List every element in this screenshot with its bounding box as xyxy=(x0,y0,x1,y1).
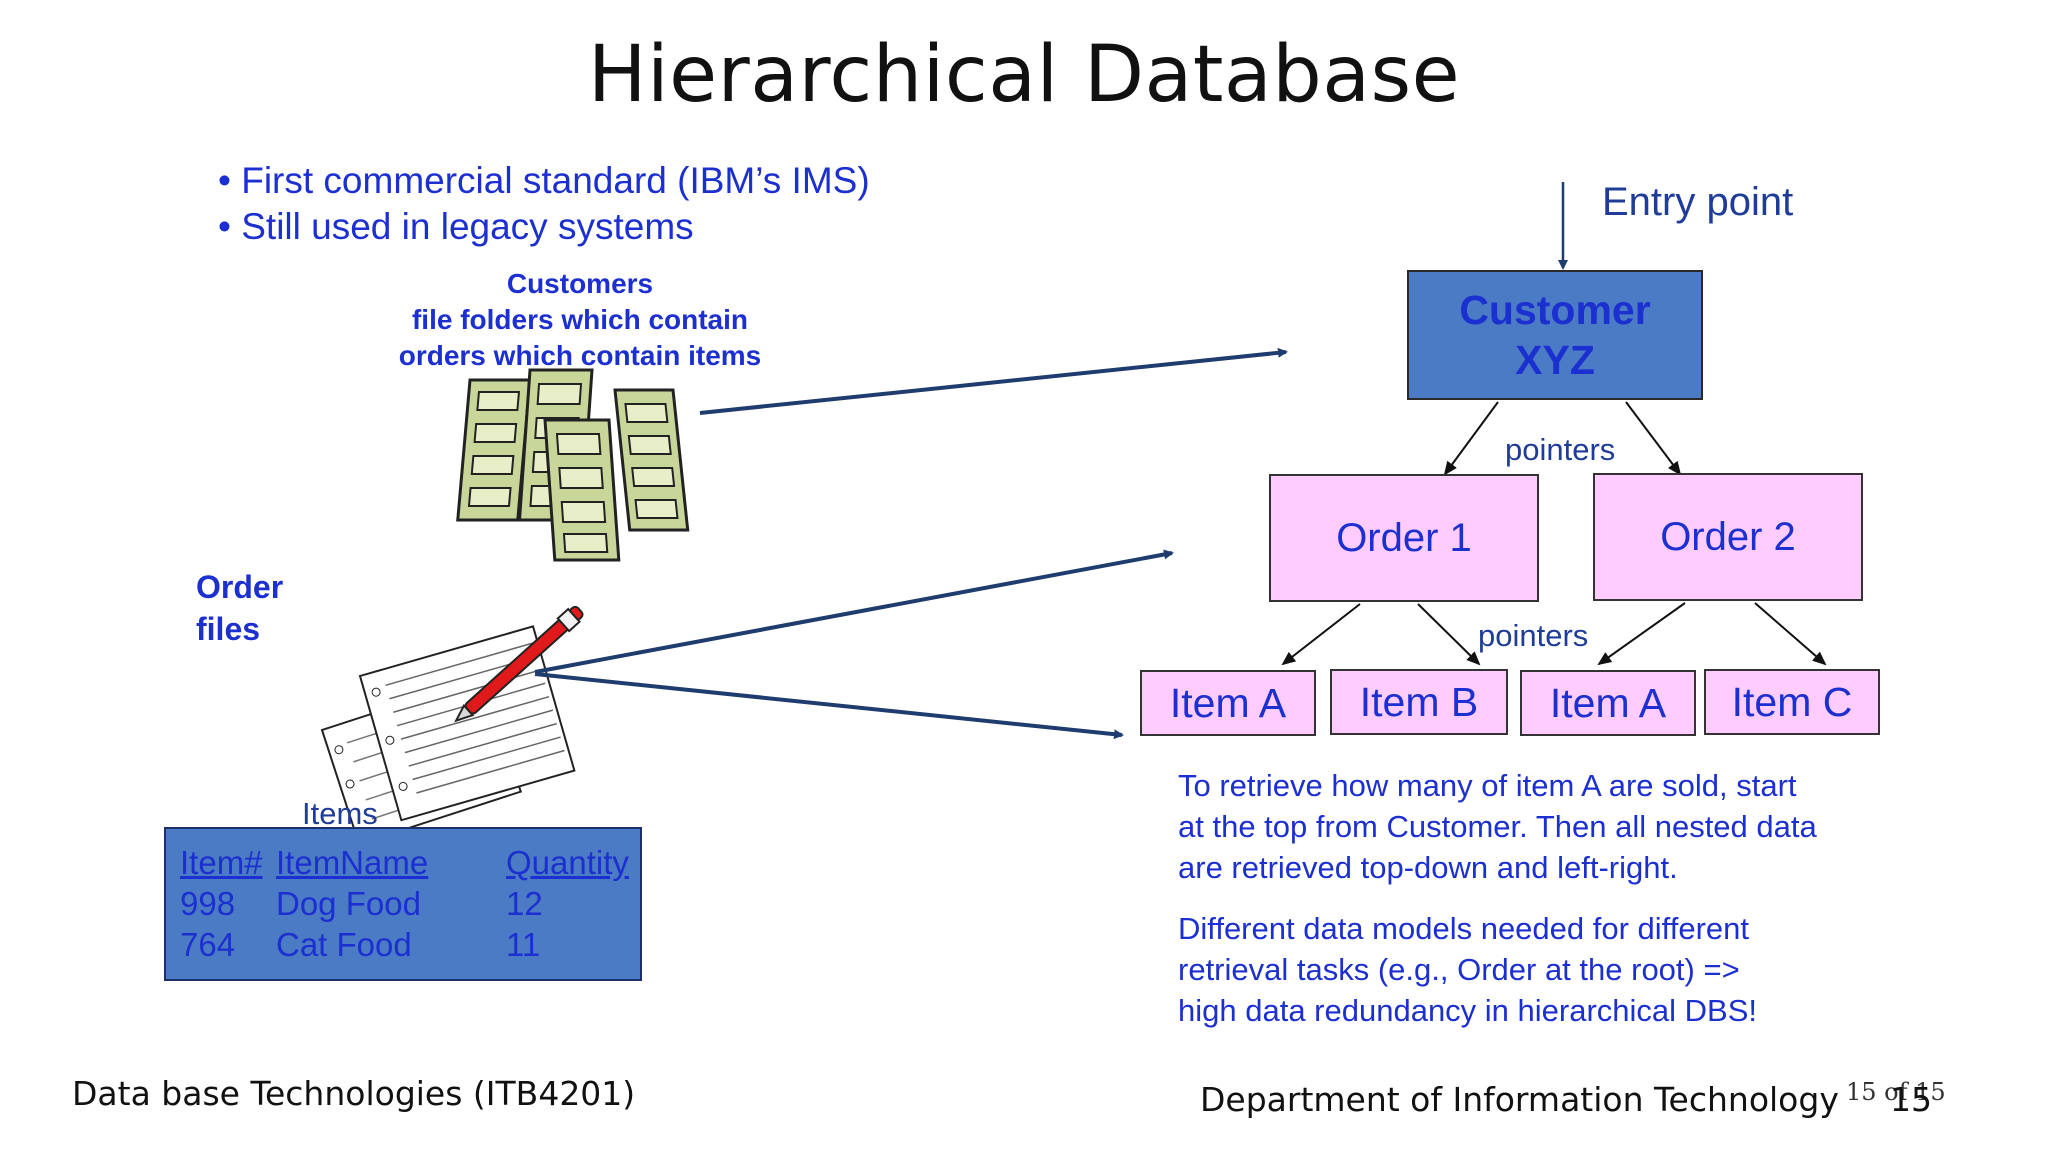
pointer-arrow-order2-itemA xyxy=(1597,602,1686,666)
note-paragraph-1: To retrieve how many of item A are sold,… xyxy=(1178,765,1938,888)
table-cell: 998 xyxy=(180,885,236,922)
pointers-label-bottom: pointers xyxy=(1478,618,1589,653)
note-2-line-1: Different data models needed for differe… xyxy=(1178,911,1750,946)
customer-node-line-2: XYZ xyxy=(1515,337,1595,383)
table-cell: 764 xyxy=(180,926,236,963)
order-files-line-2: files xyxy=(196,611,261,647)
item-a-node-2: Item A xyxy=(1520,670,1696,736)
table-header-item-name: ItemName xyxy=(276,844,429,881)
page-number-small: 15 of 15 xyxy=(1846,1078,1946,1106)
table-cell: Dog Food xyxy=(276,885,421,922)
note-paragraph-2: Different data models needed for differe… xyxy=(1178,908,1938,1031)
note-2-line-2: retrieval tasks (e.g., Order at the root… xyxy=(1178,952,1740,987)
items-table: Item# ItemName Quantity 998 Dog Food 12 … xyxy=(164,827,642,981)
table-cell: 12 xyxy=(506,885,543,922)
table-header-quantity: Quantity xyxy=(506,844,629,881)
bullet-1: • First commercial standard (IBM’s IMS) xyxy=(218,160,870,201)
footer-course: Data base Technologies (ITB4201) xyxy=(72,1074,636,1113)
table-cell: 11 xyxy=(506,926,541,963)
pointer-arrow-order1-itemB xyxy=(1417,603,1481,666)
order-files-line-1: Order xyxy=(196,569,284,605)
order-2-node: Order 2 xyxy=(1593,473,1863,601)
paper-with-pen-icon xyxy=(320,605,584,846)
pointer-arrow-order1-itemA xyxy=(1281,603,1361,666)
note-1-line-2: at the top from Customer. Then all neste… xyxy=(1178,809,1817,844)
items-label: Items xyxy=(302,796,378,831)
item-c-node: Item C xyxy=(1704,669,1880,735)
order-1-node: Order 1 xyxy=(1269,474,1539,602)
pointer-arrow-customer-order1 xyxy=(1443,401,1499,476)
customer-node-line-1: Customer xyxy=(1459,287,1651,333)
arrow-paper-to-orders xyxy=(534,549,1174,674)
item-a-node-1: Item A xyxy=(1140,670,1316,736)
customers-caption-line-2: file folders which contain xyxy=(411,304,749,335)
order-files-label: Order files xyxy=(196,566,346,650)
item-b-node: Item B xyxy=(1330,669,1508,735)
note-1-line-3: are retrieved top-down and left-right. xyxy=(1178,850,1678,885)
pointer-arrow-order2-itemC xyxy=(1754,602,1827,666)
customers-caption-line-3: orders which contain items xyxy=(398,340,762,371)
footer-department: Department of Information Technology xyxy=(1200,1080,1839,1119)
customer-node: Customer XYZ xyxy=(1407,270,1703,400)
bullet-2: • Still used in legacy systems xyxy=(218,206,694,247)
slide-title: Hierarchical Database xyxy=(587,30,1461,120)
file-cabinets-icon xyxy=(456,368,690,562)
page-number: 15 xyxy=(1890,1080,1932,1119)
pointer-arrow-customer-order2 xyxy=(1625,401,1682,476)
pointers-label-top: pointers xyxy=(1505,432,1616,467)
arrow-cabinets-to-customer xyxy=(699,347,1288,415)
entry-point-label: Entry point xyxy=(1602,180,1794,224)
customers-caption-line-1: Customers xyxy=(506,268,654,299)
note-2-line-3: high data redundancy in hierarchical DBS… xyxy=(1178,993,1758,1028)
arrow-paper-to-items xyxy=(534,672,1124,740)
table-cell: Cat Food xyxy=(276,926,412,963)
customers-caption: Customers file folders which contain ord… xyxy=(340,266,820,374)
note-1-line-1: To retrieve how many of item A are sold,… xyxy=(1178,768,1797,803)
table-header-item-number: Item# xyxy=(180,844,263,881)
